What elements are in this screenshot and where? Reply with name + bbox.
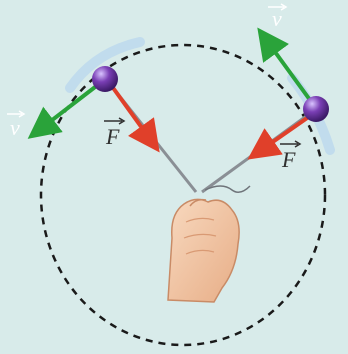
- ball-left-icon: [92, 66, 118, 92]
- velocity-symbol: v: [272, 6, 282, 31]
- force-symbol: F: [105, 124, 120, 149]
- force-symbol: F: [281, 147, 296, 172]
- ball-right-icon: [303, 96, 329, 122]
- velocity-symbol: v: [10, 115, 20, 140]
